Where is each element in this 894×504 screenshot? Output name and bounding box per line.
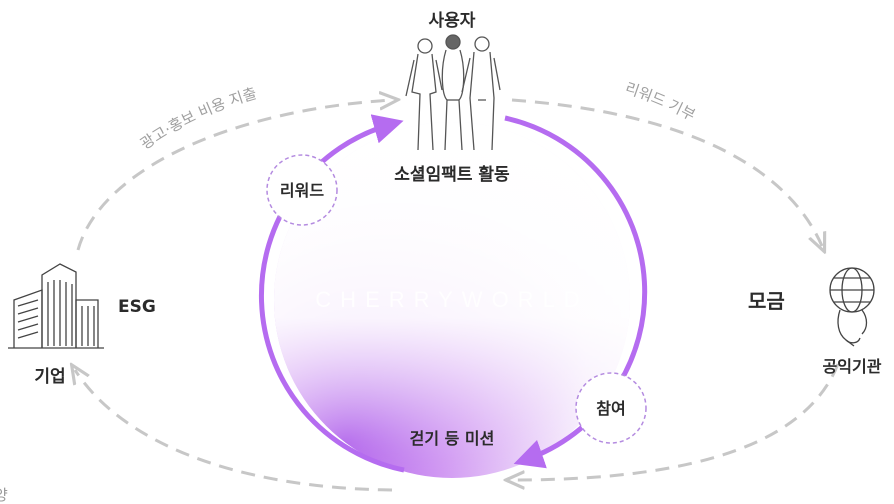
user-activity-label: 소셜임팩트 활동: [394, 164, 510, 185]
center-circle: [274, 122, 630, 478]
public-org-label: 공익기관: [823, 357, 882, 376]
partial-left-label: 양: [0, 486, 8, 504]
participate-badge-label: 참여: [596, 399, 625, 418]
mission-label: 걷기 등 미션: [410, 429, 495, 448]
building-icon: [8, 263, 104, 349]
reward-badge: 리워드: [266, 154, 338, 226]
watermark-text: CHERRYWORLD: [315, 287, 588, 312]
corporate-label: 기업: [34, 367, 65, 387]
globe-hand-icon: [829, 267, 875, 347]
user-title: 사용자: [429, 11, 476, 31]
cycle-arc-left: [258, 114, 405, 473]
participate-badge: 참여: [575, 372, 647, 444]
esg-label: ESG: [118, 297, 156, 317]
outer-dashed-cycle: [75, 100, 840, 492]
reward-badge-label: 리워드: [280, 181, 324, 200]
people-icon: [405, 34, 501, 151]
fundraise-label: 모금: [748, 289, 785, 313]
